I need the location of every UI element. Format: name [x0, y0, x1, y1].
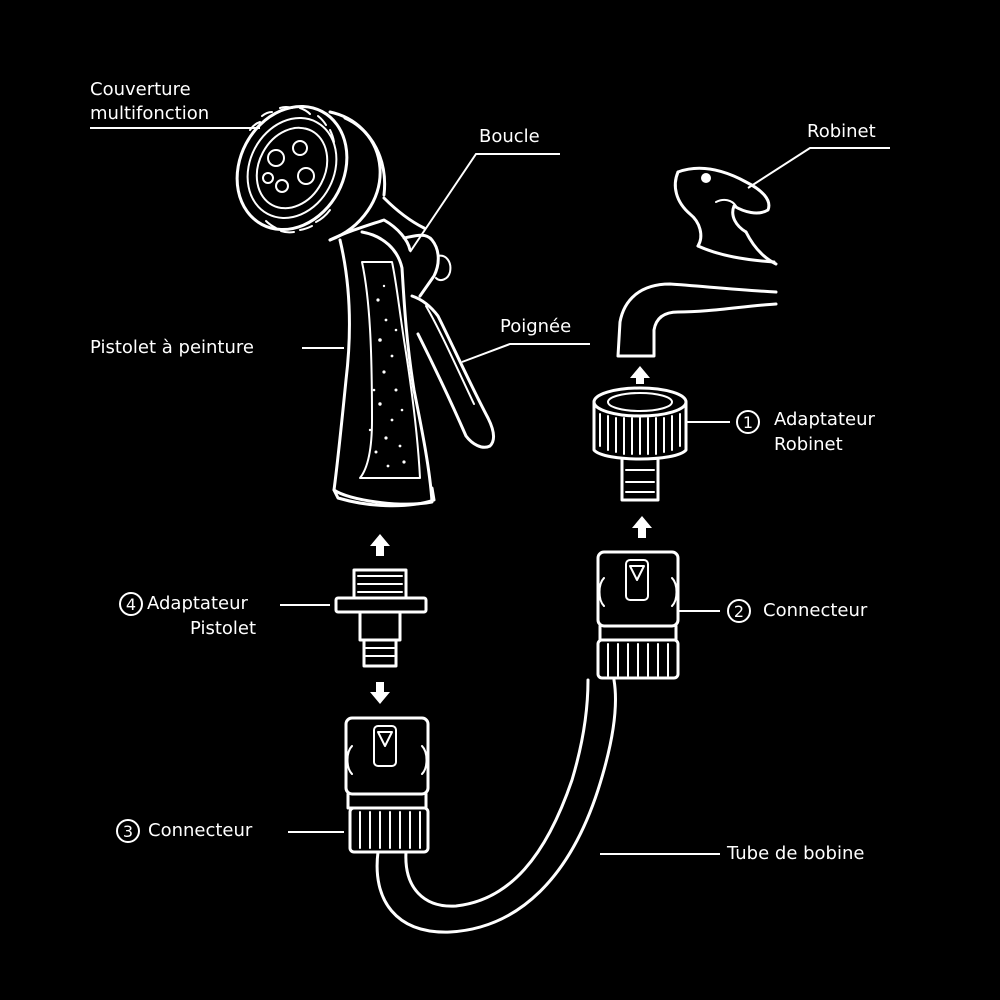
number-badge-2: 2	[728, 600, 750, 622]
arrow-connector-2	[632, 516, 652, 538]
gun-adapter-part	[336, 570, 426, 666]
leader-lines	[90, 128, 890, 854]
label-connector-2: Connecteur	[763, 598, 867, 624]
label-connector-3: Connecteur	[148, 818, 252, 844]
svg-text:3: 3	[123, 822, 133, 841]
label-multifunction-cover-line1: Couverture	[90, 77, 191, 103]
label-gun-adapter-line2: Pistolet	[190, 616, 256, 642]
faucet	[618, 168, 776, 356]
arrow-gun-adapter-down	[370, 682, 390, 704]
arrow-gun-adapter-up	[370, 534, 390, 556]
label-faucet: Robinet	[807, 119, 876, 145]
label-faucet-adapter-line2: Robinet	[774, 432, 843, 458]
label-handle: Poignée	[500, 314, 571, 340]
label-paint-gun: Pistolet à peinture	[90, 335, 254, 361]
spray-gun	[216, 87, 494, 506]
label-gun-adapter-line1: Adaptateur	[147, 591, 248, 617]
connector-3-part	[346, 718, 428, 852]
svg-text:1: 1	[743, 413, 753, 432]
faucet-adapter-part	[594, 388, 686, 500]
label-buckle: Boucle	[479, 124, 540, 150]
svg-text:2: 2	[734, 602, 744, 621]
svg-text:4: 4	[126, 595, 136, 614]
number-badge-4: 4	[120, 593, 142, 615]
label-coil-tube: Tube de bobine	[727, 841, 864, 867]
multifunction-head	[216, 87, 385, 249]
label-multifunction-cover-line2: multifonction	[90, 101, 209, 127]
number-badge-3: 3	[117, 820, 139, 842]
number-badge-1: 1	[737, 411, 759, 433]
label-faucet-adapter-line1: Adaptateur	[774, 407, 875, 433]
arrow-faucet-adapter	[630, 366, 650, 384]
connector-2-part	[598, 552, 678, 678]
